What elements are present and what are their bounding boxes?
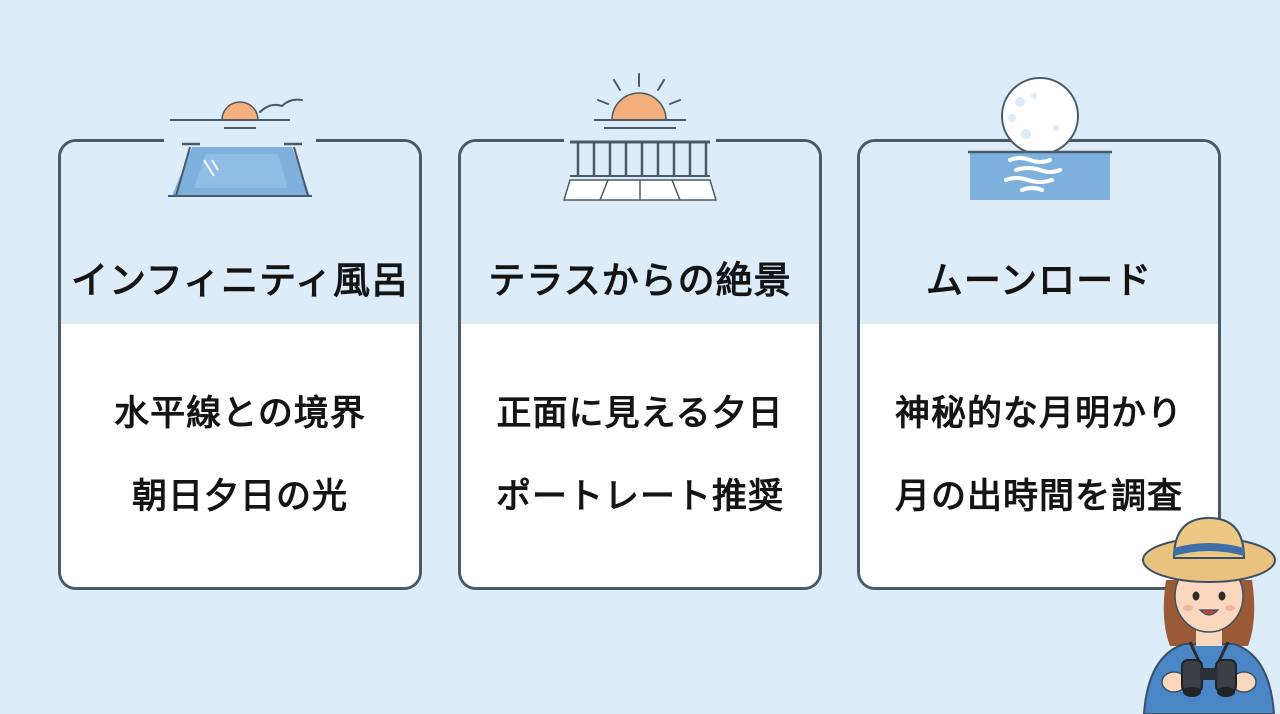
card-terrace-view: テラスからの絶景 正面に見える夕日 ポートレート推奨	[458, 139, 822, 590]
terrace-sunset-icon	[562, 73, 718, 201]
card-line: 神秘的な月明かり	[894, 394, 1183, 434]
card-title: テラスからの絶景	[488, 259, 792, 302]
card-body	[860, 324, 1218, 587]
card-line: ポートレート推奨	[495, 477, 784, 517]
card-title: ムーンロード	[925, 259, 1153, 302]
card-body	[61, 324, 419, 587]
card-infinity-bath: インフィニティ風呂 水平線との境界 朝日夕日の光	[58, 139, 422, 590]
card-moon-road: ムーンロード 神秘的な月明かり 月の出時間を調査	[857, 139, 1221, 590]
card-title: インフィニティ風呂	[71, 259, 409, 302]
moon-over-sea-icon	[968, 77, 1112, 200]
card-line: 月の出時間を調査	[894, 477, 1183, 517]
card-line: 水平線との境界	[114, 394, 366, 434]
card-header	[461, 142, 819, 324]
tourist-with-binoculars-illustration	[1142, 516, 1276, 714]
infinity-pool-sunset-icon	[164, 98, 316, 197]
card-line: 正面に見える夕日	[496, 394, 784, 434]
card-line: 朝日夕日の光	[131, 477, 348, 517]
card-body	[461, 324, 819, 587]
